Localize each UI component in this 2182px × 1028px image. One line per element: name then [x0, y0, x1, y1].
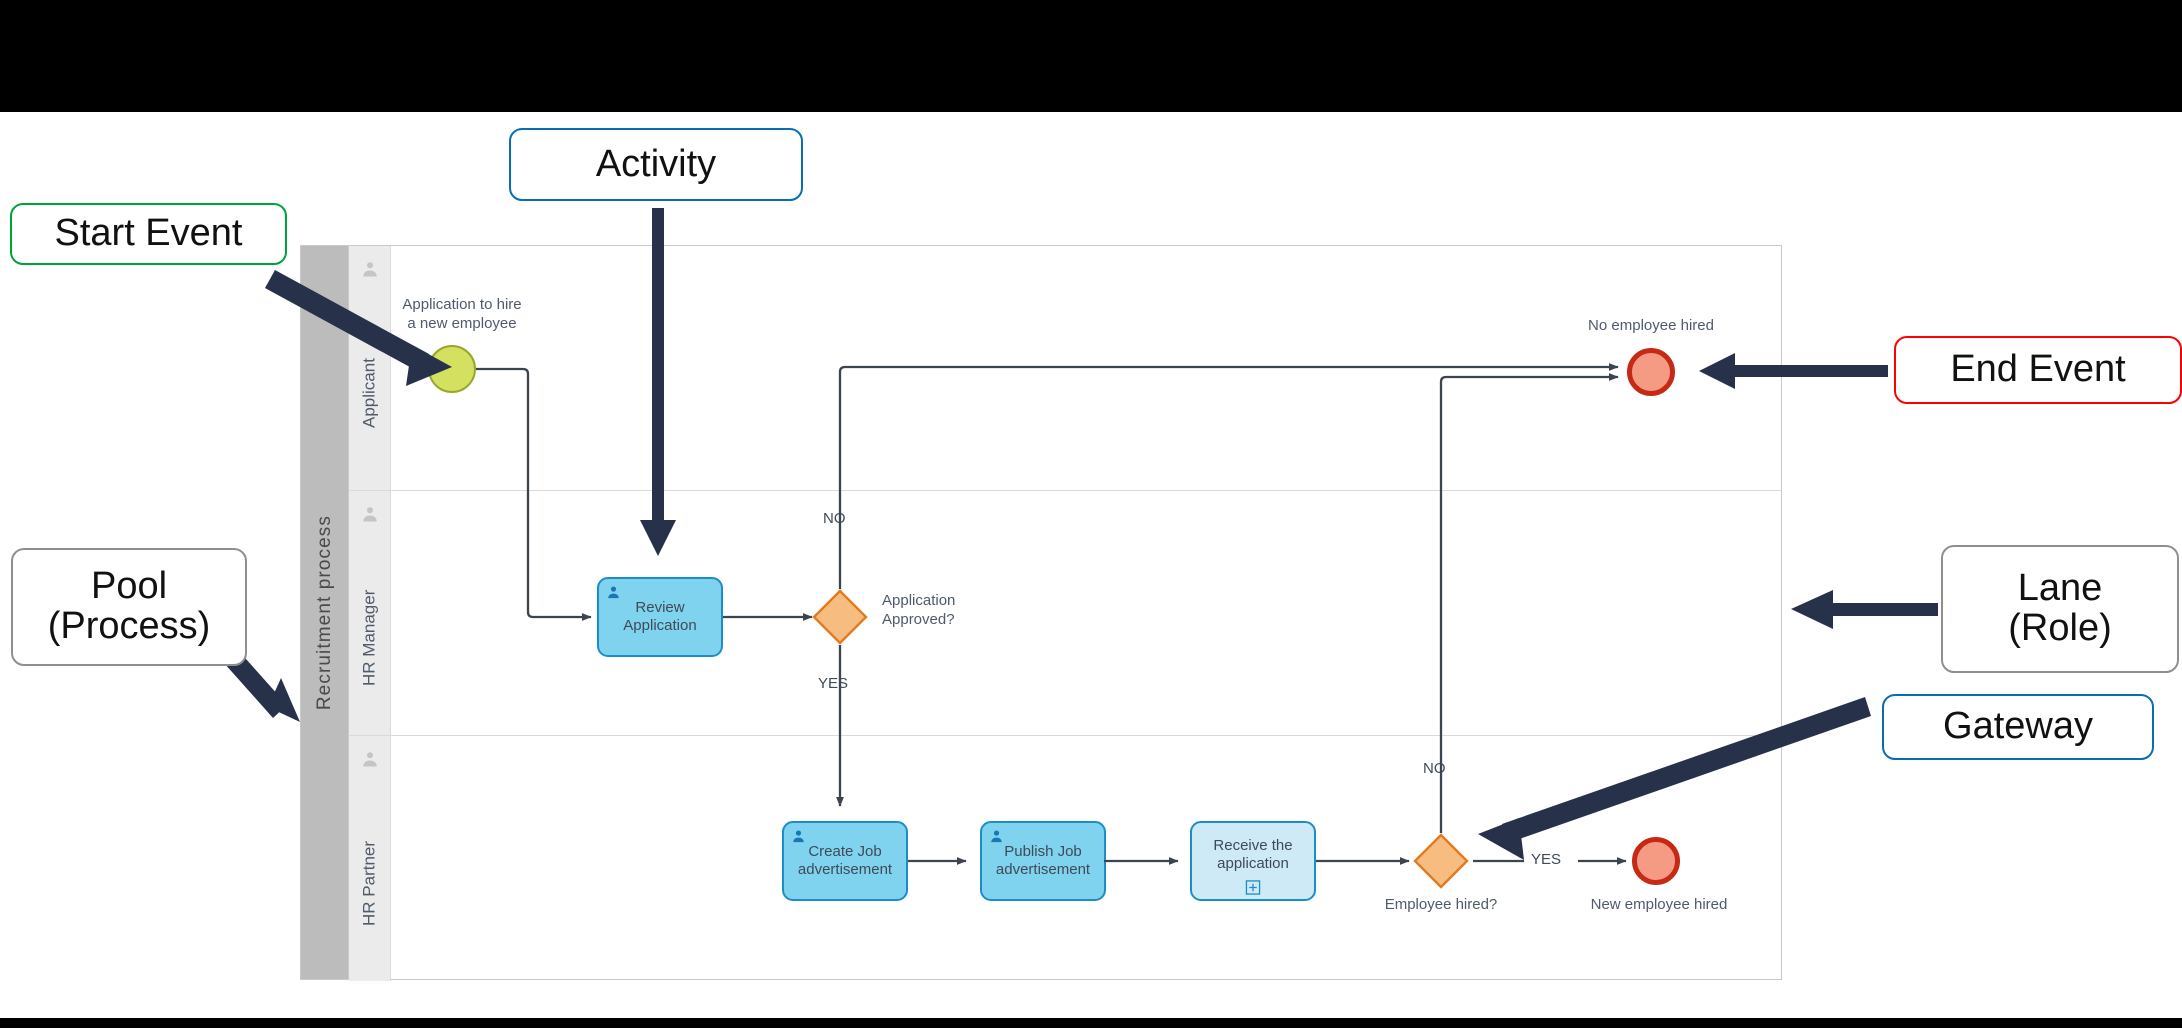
annotation-pool-label-line2: (Process): [47, 605, 211, 647]
annotation-gateway[interactable]: Gateway: [1882, 694, 2154, 760]
lane-applicant: Applicant: [349, 246, 1781, 491]
role-person-icon: [362, 507, 377, 522]
end-event-no-employee-hired-label: No employee hired: [1588, 317, 1714, 334]
gateway-application-approved-label: Application Approved?: [882, 592, 956, 628]
lane-header-hr-partner: HR Partner: [349, 736, 391, 981]
annotation-pool-process[interactable]: Pool (Process): [11, 548, 247, 666]
annotation-end-event-label: End Event: [1950, 348, 2126, 391]
user-task-icon: [991, 830, 1002, 843]
task-create-job-advertisement[interactable]: Create Job advertisement: [782, 821, 908, 901]
pool-header: Recruitment process: [301, 246, 349, 979]
end-event-no-employee-hired[interactable]: [1627, 348, 1675, 396]
task-label: Create Job advertisement: [797, 842, 893, 878]
subprocess-receive-the-application[interactable]: Receive the application: [1190, 821, 1316, 901]
task-label: Review Application: [623, 598, 697, 634]
start-event-label: Application to hire a new employee: [402, 296, 522, 332]
annotation-activity[interactable]: Activity: [509, 128, 803, 201]
end-event-new-employee-hired[interactable]: [1632, 837, 1680, 885]
flow-label-approved-no: NO: [820, 510, 849, 527]
annotation-arrow-lane-role: [1791, 590, 1938, 629]
flow-label-approved-yes: YES: [815, 675, 852, 692]
task-label: Receive the application: [1213, 836, 1293, 872]
annotation-lane-role-label-line1: Lane: [2017, 567, 2103, 610]
gateway-employee-hired-label: Employee hired?: [1384, 896, 1498, 913]
annotation-lane-role[interactable]: Lane (Role): [1941, 545, 2179, 673]
annotation-end-event[interactable]: End Event: [1894, 336, 2182, 404]
annotation-start-event-label: Start Event: [54, 212, 243, 255]
role-person-icon: [362, 262, 377, 277]
lane-label-hr-manager: HR Manager: [359, 589, 379, 687]
annotation-lane-role-label-line2: (Role): [2008, 607, 2112, 649]
role-person-icon: [362, 752, 377, 767]
pool-title: Recruitment process: [313, 514, 335, 711]
gateway-application-approved[interactable]: [812, 589, 868, 645]
lane-header-hr-manager: HR Manager: [349, 491, 391, 735]
lane-hr-partner: HR Partner: [349, 736, 1781, 981]
lane-hr-manager: HR Manager: [349, 491, 1781, 736]
start-event-application-to-hire[interactable]: [428, 345, 476, 393]
end-event-new-employee-hired-label: New employee hired: [1590, 896, 1728, 913]
annotation-gateway-label: Gateway: [1943, 705, 2093, 748]
user-task-icon: [608, 586, 619, 599]
annotation-activity-label: Activity: [595, 142, 717, 185]
task-publish-job-advertisement[interactable]: Publish Job advertisement: [980, 821, 1106, 901]
lane-label-hr-partner: HR Partner: [359, 840, 379, 927]
lane-label-applicant: Applicant: [359, 358, 379, 428]
task-label: Publish Job advertisement: [995, 842, 1091, 878]
task-review-application[interactable]: Review Application: [597, 577, 723, 657]
flow-label-hired-yes: YES: [1528, 851, 1565, 868]
letterbox-top: [0, 0, 2182, 112]
letterbox-bottom: [0, 1018, 2182, 1028]
user-task-icon: [793, 830, 804, 843]
lane-header-applicant: Applicant: [349, 246, 391, 490]
subprocess-plus-icon: [1245, 880, 1261, 895]
gateway-employee-hired[interactable]: [1413, 833, 1469, 889]
flow-label-hired-no: NO: [1420, 760, 1449, 777]
annotation-pool-label-line1: Pool: [90, 565, 168, 608]
annotation-start-event[interactable]: Start Event: [10, 203, 287, 265]
